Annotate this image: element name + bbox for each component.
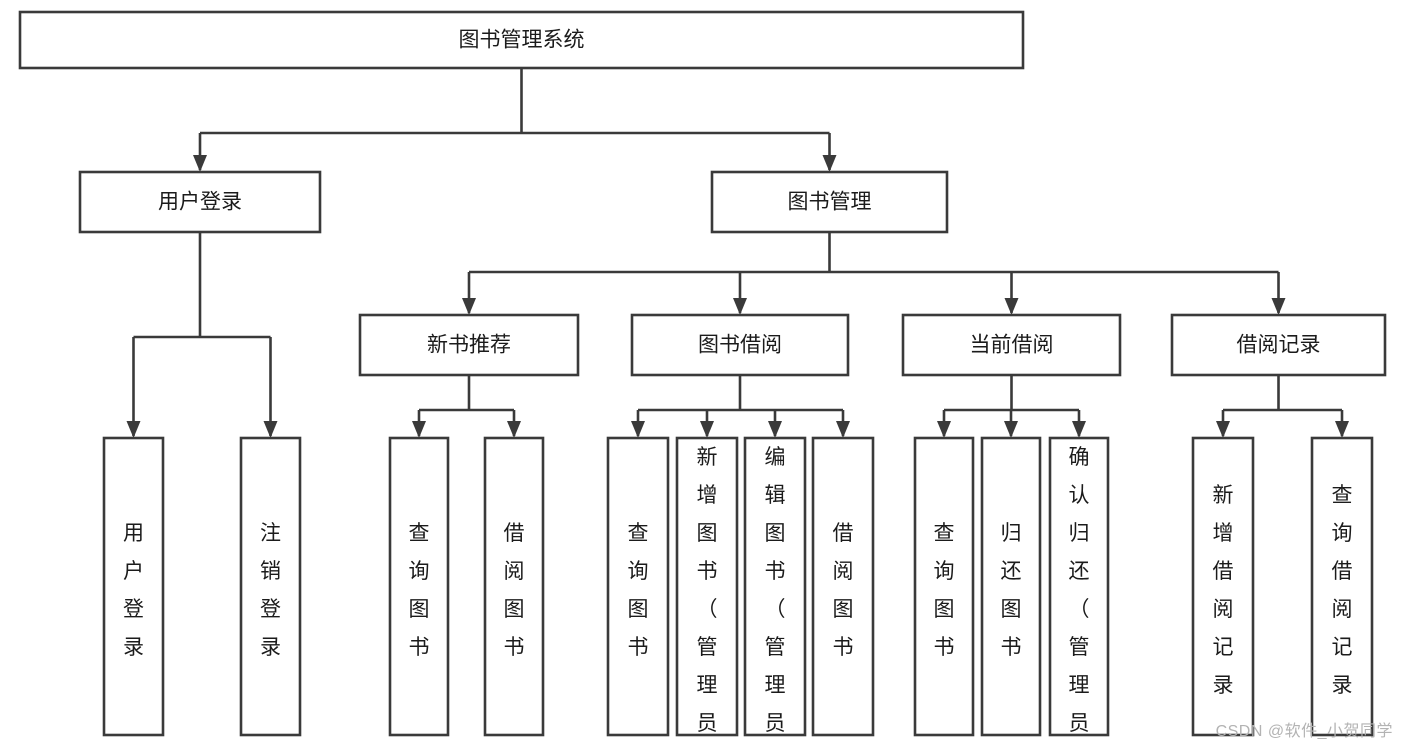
- arrow-head-icon: [1072, 421, 1086, 438]
- node-label: 借阅图书: [833, 522, 854, 659]
- node-book-borrow[interactable]: 图书借阅: [630, 313, 850, 377]
- arrow-head-icon: [263, 421, 278, 438]
- node-leaf-add-book-admin[interactable]: 新增图书（管理员）: [675, 436, 739, 747]
- node-leaf-add-borrow-record[interactable]: 新增借阅记录: [1191, 436, 1255, 737]
- arrow-head-icon: [836, 421, 850, 438]
- arrow-head-icon: [193, 155, 207, 172]
- node-leaf-confirm-return-admin[interactable]: 确认归还（管理员）: [1048, 436, 1110, 747]
- node-leaf-query-book-1[interactable]: 查询图书: [388, 436, 450, 737]
- node-new-book-recommend[interactable]: 新书推荐: [358, 313, 580, 377]
- node-leaf-logout-login[interactable]: 注销登录: [239, 436, 302, 737]
- node-label: 注销登录: [260, 522, 281, 659]
- node-layer: 图书管理系统用户登录图书管理新书推荐图书借阅当前借阅借阅记录用户登录注销登录查询…: [18, 10, 1387, 747]
- arrow-head-icon: [937, 421, 951, 438]
- node-label: 图书管理系统: [459, 29, 585, 52]
- arrow-head-icon: [768, 421, 782, 438]
- node-label: 借阅记录: [1237, 334, 1321, 357]
- node-borrow-record[interactable]: 借阅记录: [1170, 313, 1387, 377]
- node-leaf-user-login[interactable]: 用户登录: [102, 436, 165, 737]
- connector-layer: [126, 68, 1349, 438]
- arrow-head-icon: [1271, 298, 1286, 315]
- arrow-head-icon: [1004, 298, 1019, 315]
- arrow-head-icon: [1335, 421, 1349, 438]
- node-leaf-query-book-2[interactable]: 查询图书: [606, 436, 670, 737]
- node-leaf-query-book-3[interactable]: 查询图书: [913, 436, 975, 737]
- node-label: 用户登录: [123, 522, 144, 659]
- node-label: 新增图书（管理员）: [697, 446, 718, 747]
- node-label: 新书推荐: [427, 334, 511, 357]
- node-label: 查询图书: [934, 522, 955, 659]
- node-label: 查询图书: [628, 522, 649, 659]
- arrow-head-icon: [700, 421, 714, 438]
- node-leaf-borrow-book-2[interactable]: 借阅图书: [811, 436, 875, 737]
- arrow-head-icon: [1216, 421, 1230, 438]
- node-label: 归还图书: [1001, 522, 1022, 659]
- arrow-head-icon: [631, 421, 645, 438]
- arrow-head-icon: [462, 298, 476, 315]
- node-book-manage[interactable]: 图书管理: [710, 170, 949, 234]
- node-label: 用户登录: [158, 191, 242, 214]
- node-user-login[interactable]: 用户登录: [78, 170, 322, 234]
- arrow-head-icon: [1004, 421, 1018, 438]
- arrow-head-icon: [733, 298, 747, 315]
- node-leaf-return-book[interactable]: 归还图书: [980, 436, 1042, 737]
- node-leaf-query-borrow-record[interactable]: 查询借阅记录: [1310, 436, 1374, 737]
- node-current-borrow[interactable]: 当前借阅: [901, 313, 1122, 377]
- arrow-head-icon: [822, 155, 837, 172]
- node-label: 图书管理: [788, 191, 872, 214]
- arrow-head-icon: [507, 421, 521, 438]
- node-leaf-borrow-book-1[interactable]: 借阅图书: [483, 436, 545, 737]
- node-leaf-edit-book-admin[interactable]: 编辑图书（管理员）: [743, 436, 807, 747]
- node-label: 编辑图书（管理员）: [765, 446, 786, 747]
- node-label: 图书借阅: [698, 334, 782, 357]
- node-label: 新增借阅记录: [1213, 484, 1234, 697]
- node-label: 查询图书: [409, 522, 430, 659]
- node-root-system[interactable]: 图书管理系统: [18, 10, 1025, 70]
- node-label: 确认归还（管理员）: [1069, 446, 1090, 747]
- node-label: 当前借阅: [970, 334, 1054, 357]
- arrow-head-icon: [126, 421, 141, 438]
- node-label: 查询借阅记录: [1332, 484, 1353, 697]
- arrow-head-icon: [412, 421, 426, 438]
- node-label: 借阅图书: [504, 522, 525, 659]
